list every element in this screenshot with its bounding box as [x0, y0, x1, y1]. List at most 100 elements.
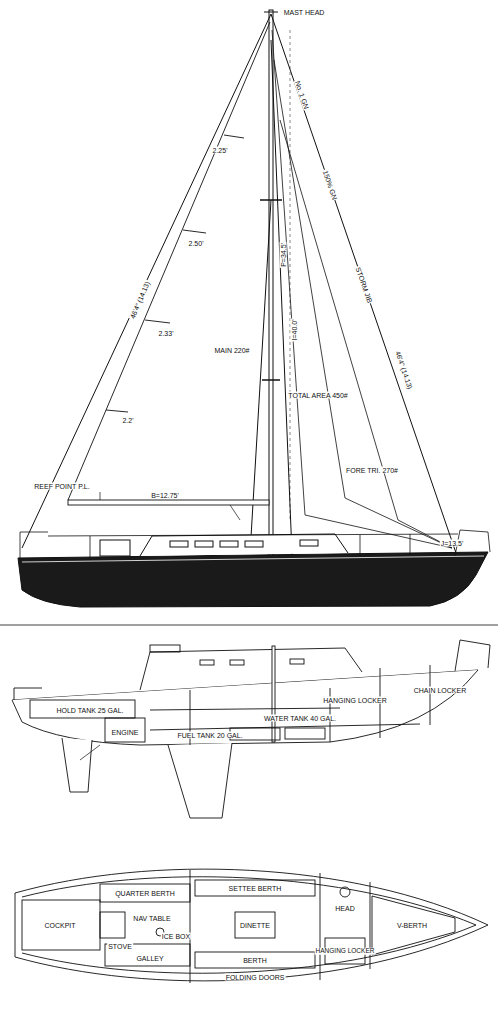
mainsail-stroke	[106, 410, 128, 412]
profile-stroke	[30, 700, 135, 718]
hull-stroke	[300, 540, 318, 546]
profile-stroke	[150, 708, 340, 710]
mainsail-stroke	[68, 500, 269, 505]
part-label: SETTEE BERTH	[228, 885, 283, 892]
lifelines-stroke	[410, 534, 411, 555]
dimension-label: J=13.5'	[440, 540, 465, 547]
dimension-label: P=34.5'	[280, 242, 287, 268]
plan-stroke	[15, 869, 488, 981]
sail-note: REEF POINT P.L.	[33, 483, 90, 490]
part-label: V-BERTH	[396, 922, 428, 929]
part-label: FUEL TANK 20 GAL.	[176, 732, 243, 739]
part-label: FOLDING DOORS	[225, 974, 286, 981]
rigging-stroke	[269, 10, 273, 556]
part-label: ENGINE	[111, 729, 140, 736]
profile-stroke	[455, 640, 490, 671]
headsails	[272, 30, 452, 548]
profile-stroke	[290, 659, 304, 664]
part-label: HANGING LOCKER	[315, 948, 376, 955]
part-label: STOVE	[107, 943, 133, 950]
hull-stroke	[140, 534, 348, 556]
part-label: HANGING LOCKER	[322, 697, 387, 704]
sail-note: MAST HEAD	[283, 9, 326, 16]
profile-stroke	[200, 660, 214, 665]
lifelines-stroke	[360, 535, 361, 556]
sail-note: 150% GN	[321, 169, 338, 202]
part-label: NAV TABLE	[132, 915, 171, 922]
rigging-stroke	[22, 14, 271, 548]
sail-note: FORE TRI. 270#	[345, 467, 399, 474]
mainsail-stroke	[145, 320, 170, 323]
profile-stroke	[168, 743, 232, 818]
plan-stroke	[235, 912, 275, 938]
profile-stroke	[140, 648, 362, 690]
plan-stroke	[195, 880, 315, 896]
profile-stroke	[105, 718, 145, 742]
hull-stroke	[18, 552, 488, 607]
dimension-label: I=40.0'	[291, 319, 298, 342]
mainsail-stroke	[224, 135, 244, 138]
hull-stroke	[245, 541, 263, 547]
rigging-stroke	[271, 14, 456, 553]
plan-stroke	[320, 873, 321, 980]
plan-stroke	[100, 912, 125, 938]
rigging	[22, 10, 456, 556]
sail-note: MAIN 220#	[213, 347, 250, 354]
part-label: COCKPIT	[43, 922, 76, 929]
part-label: GALLEY	[135, 955, 164, 962]
plan	[15, 869, 488, 983]
dimension-label: 2.25'	[212, 147, 229, 154]
part-label: HEAD	[334, 905, 355, 912]
headsails-stroke	[290, 30, 291, 520]
lifelines-stroke	[48, 534, 458, 536]
profile-stroke	[80, 745, 100, 760]
profile-stroke	[12, 670, 478, 745]
part-label: BERTH	[242, 957, 268, 964]
sail-note: TOTAL AREA 450#	[287, 392, 348, 399]
profile-stroke	[14, 688, 42, 700]
plan-stroke	[195, 952, 315, 968]
dimension-label: 2.50'	[188, 240, 205, 247]
hull-stroke	[170, 541, 188, 547]
part-label: WATER TANK 40 GAL.	[263, 715, 337, 722]
mainsail-stroke	[100, 492, 101, 500]
dimension-label: 2.2'	[121, 417, 134, 424]
plan-stroke	[22, 900, 100, 950]
profile-stroke	[285, 728, 325, 739]
mainsail-stroke	[68, 22, 270, 500]
profile-stroke	[430, 665, 431, 725]
lifelines	[20, 530, 490, 560]
mainsail	[68, 22, 270, 520]
headsails-stroke	[280, 120, 452, 548]
plan-stroke	[370, 882, 371, 969]
profile-stroke	[150, 645, 180, 652]
hull-stroke	[0, 625, 498, 626]
lifelines-stroke	[90, 536, 91, 560]
dimension-label: 46'4" (14.13)	[129, 279, 152, 320]
headsails-stroke	[274, 60, 452, 548]
dimension-label: 46'4" (14.13)	[394, 349, 414, 391]
rigging-stroke	[264, 12, 278, 13]
rigging-stroke	[262, 379, 280, 381]
part-label: ICE BOX	[161, 933, 191, 940]
headsails-stroke	[272, 30, 452, 548]
hull-stroke	[220, 541, 238, 547]
hull	[0, 534, 498, 625]
profile-stroke	[62, 738, 92, 792]
profile-stroke	[230, 660, 244, 665]
dimension-label: B=12.75'	[150, 492, 180, 499]
hull-stroke	[195, 541, 213, 547]
part-label: DINETTE	[239, 922, 271, 929]
plan-stroke	[100, 884, 190, 902]
plan-stroke	[340, 887, 350, 897]
profile	[12, 640, 490, 818]
mainsail-stroke	[230, 505, 240, 520]
part-label: QUARTER BERTH	[114, 890, 176, 897]
hull-stroke	[22, 556, 484, 562]
mainsail-stroke	[183, 230, 206, 233]
part-label: CHAIN LOCKER	[413, 687, 468, 694]
part-label: HOLD TANK 25 GAL.	[55, 707, 124, 714]
plan-stroke	[22, 877, 476, 973]
rigging-stroke	[260, 199, 282, 201]
